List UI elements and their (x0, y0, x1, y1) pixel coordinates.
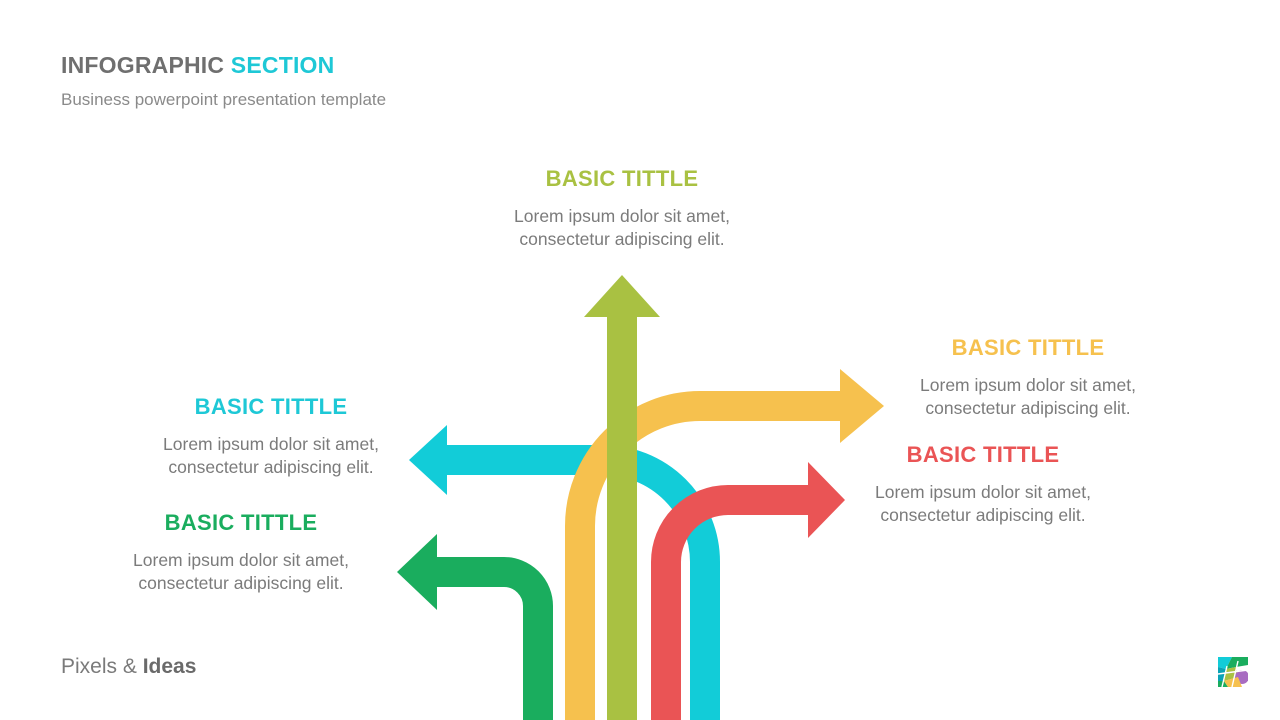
block-description: Lorem ipsum dolor sit amet, consectetur … (91, 549, 391, 595)
block-description-line: Lorem ipsum dolor sit amet, (133, 550, 349, 570)
block-description: Lorem ipsum dolor sit amet, consectetur … (878, 374, 1178, 420)
page-subtitle: Business powerpoint presentation templat… (61, 90, 387, 109)
footer-brand-regular: Pixels & (61, 655, 137, 678)
red-arrow-head (808, 462, 845, 538)
info-block-right-lower: BASIC TITTLE Lorem ipsum dolor sit amet,… (833, 442, 1133, 527)
block-title: BASIC TITTLE (906, 442, 1060, 467)
block-description: Lorem ipsum dolor sit amet, consectetur … (833, 481, 1133, 527)
info-block-left-upper: BASIC TITTLE Lorem ipsum dolor sit amet,… (121, 394, 421, 479)
info-block-top: BASIC TITTLE Lorem ipsum dolor sit amet,… (472, 166, 772, 251)
red-arrow-shaft (651, 485, 808, 720)
block-description-line: Lorem ipsum dolor sit amet, (920, 375, 1136, 395)
green-arrow-head (397, 534, 437, 610)
page-title: INFOGRAPHIC SECTION (61, 52, 334, 79)
yellow-arrow-head (840, 369, 884, 443)
block-title: BASIC TITTLE (164, 510, 318, 535)
page-title-accent: SECTION (230, 52, 335, 78)
page-title-main: INFOGRAPHIC (61, 52, 225, 78)
block-title: BASIC TITTLE (194, 394, 348, 419)
block-description-line: consectetur adipiscing elit. (519, 229, 725, 249)
block-title: BASIC TITTLE (951, 335, 1105, 360)
block-title: BASIC TITTLE (545, 166, 699, 191)
block-description-line: consectetur adipiscing elit. (925, 398, 1131, 418)
footer-brand: Pixels & Ideas (61, 655, 196, 679)
block-description: Lorem ipsum dolor sit amet, consectetur … (121, 433, 421, 479)
block-description-line: consectetur adipiscing elit. (138, 573, 344, 593)
info-block-right-upper: BASIC TITTLE Lorem ipsum dolor sit amet,… (878, 335, 1178, 420)
block-description-line: Lorem ipsum dolor sit amet, (163, 434, 379, 454)
info-block-left-lower: BASIC TITTLE Lorem ipsum dolor sit amet,… (91, 510, 391, 595)
footer-brand-bold: Ideas (142, 655, 197, 678)
green-arrow-shaft (433, 557, 553, 720)
brand-mosaic-logo-icon (1218, 657, 1248, 687)
lime-arrow-head (584, 275, 660, 317)
block-description: Lorem ipsum dolor sit amet, consectetur … (472, 205, 772, 251)
block-description-line: Lorem ipsum dolor sit amet, (514, 206, 730, 226)
block-description-line: consectetur adipiscing elit. (168, 457, 374, 477)
block-description-line: consectetur adipiscing elit. (880, 505, 1086, 525)
block-description-line: Lorem ipsum dolor sit amet, (875, 482, 1091, 502)
cyan-arrow-head (409, 425, 447, 495)
